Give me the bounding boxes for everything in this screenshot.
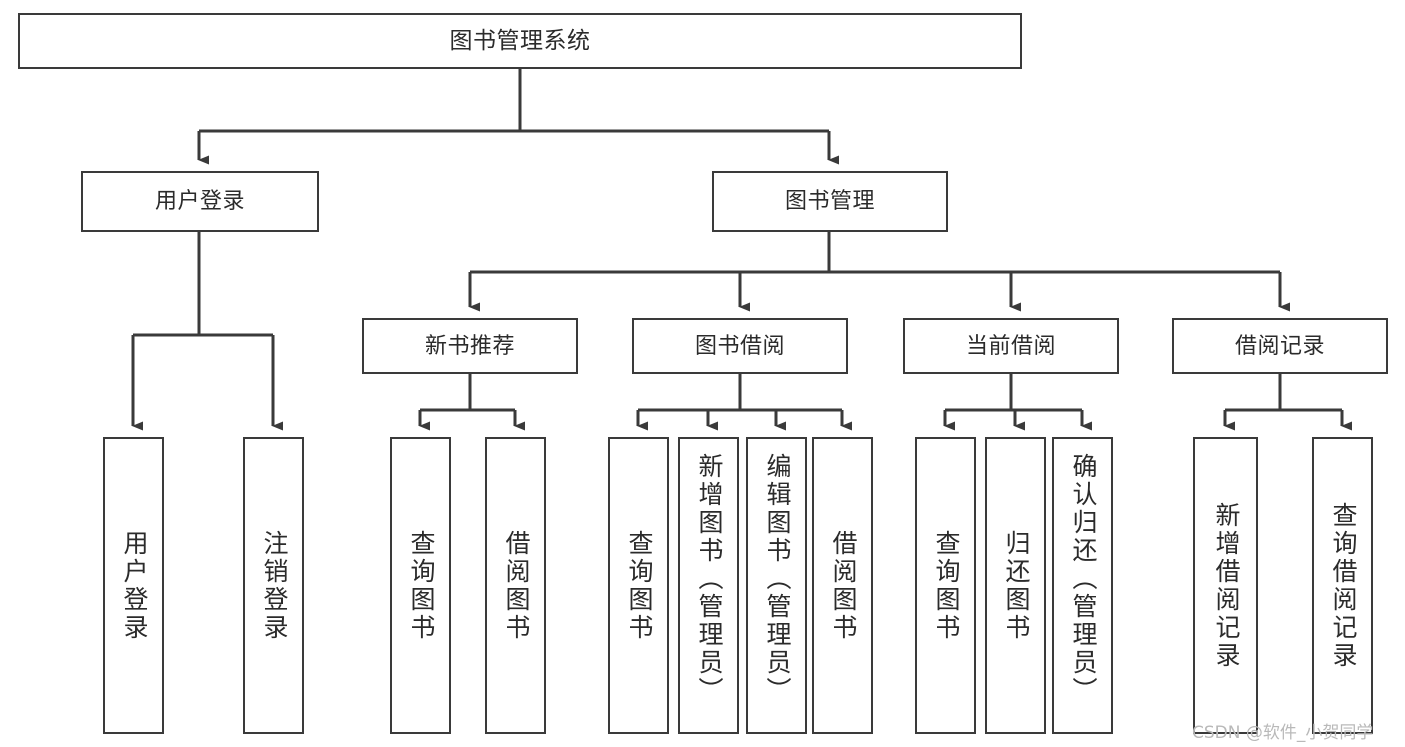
node-new-book-recommend-label: 新书推荐 bbox=[424, 332, 515, 358]
node-borrow-record-label: 借阅记录 bbox=[1234, 332, 1325, 358]
node-leaf-logout[interactable]: 注销登录 bbox=[243, 437, 304, 734]
node-user-login-label: 用户登录 bbox=[154, 188, 245, 214]
node-leaf-borrow-book-2-label: 借阅图书 bbox=[829, 529, 857, 642]
node-leaf-confirm-return-label: 确认归还（管理员） bbox=[1069, 453, 1097, 705]
node-leaf-confirm-return[interactable]: 确认归还（管理员） bbox=[1052, 437, 1113, 734]
csdn-watermark: CSDN @软件_小贺同学 bbox=[1192, 723, 1374, 743]
node-leaf-add-record[interactable]: 新增借阅记录 bbox=[1193, 437, 1258, 734]
node-leaf-user-login-label: 用户登录 bbox=[120, 529, 148, 642]
node-leaf-query-book-3-label: 查询图书 bbox=[932, 529, 960, 642]
node-leaf-add-book[interactable]: 新增图书（管理员） bbox=[678, 437, 739, 734]
node-leaf-query-record-label: 查询借阅记录 bbox=[1329, 501, 1357, 670]
node-root-label: 图书管理系统 bbox=[449, 27, 591, 54]
node-current-borrow[interactable]: 当前借阅 bbox=[903, 318, 1119, 374]
node-leaf-borrow-book-2[interactable]: 借阅图书 bbox=[812, 437, 873, 734]
node-user-login[interactable]: 用户登录 bbox=[81, 171, 319, 232]
node-leaf-logout-label: 注销登录 bbox=[260, 529, 288, 642]
node-book-manage[interactable]: 图书管理 bbox=[712, 171, 948, 232]
node-leaf-user-login[interactable]: 用户登录 bbox=[103, 437, 164, 734]
node-leaf-query-record[interactable]: 查询借阅记录 bbox=[1312, 437, 1373, 734]
node-new-book-recommend[interactable]: 新书推荐 bbox=[362, 318, 578, 374]
node-leaf-query-book-1[interactable]: 查询图书 bbox=[390, 437, 451, 734]
node-current-borrow-label: 当前借阅 bbox=[965, 332, 1056, 358]
node-leaf-query-book-2-label: 查询图书 bbox=[625, 529, 653, 642]
node-borrow-record[interactable]: 借阅记录 bbox=[1172, 318, 1388, 374]
node-leaf-query-book-1-label: 查询图书 bbox=[407, 529, 435, 642]
node-leaf-add-book-label: 新增图书（管理员） bbox=[695, 453, 723, 705]
node-leaf-return-book[interactable]: 归还图书 bbox=[985, 437, 1046, 734]
node-leaf-query-book-2[interactable]: 查询图书 bbox=[608, 437, 669, 734]
node-leaf-borrow-book-1[interactable]: 借阅图书 bbox=[485, 437, 546, 734]
node-book-borrow-label: 图书借阅 bbox=[694, 332, 785, 358]
node-leaf-return-book-label: 归还图书 bbox=[1002, 529, 1030, 642]
node-leaf-edit-book[interactable]: 编辑图书（管理员） bbox=[746, 437, 807, 734]
node-leaf-query-book-3[interactable]: 查询图书 bbox=[915, 437, 976, 734]
node-book-manage-label: 图书管理 bbox=[784, 188, 875, 214]
node-book-borrow[interactable]: 图书借阅 bbox=[632, 318, 848, 374]
node-leaf-edit-book-label: 编辑图书（管理员） bbox=[763, 453, 791, 705]
node-leaf-add-record-label: 新增借阅记录 bbox=[1212, 501, 1240, 670]
node-root[interactable]: 图书管理系统 bbox=[18, 13, 1022, 69]
node-leaf-borrow-book-1-label: 借阅图书 bbox=[502, 529, 530, 642]
